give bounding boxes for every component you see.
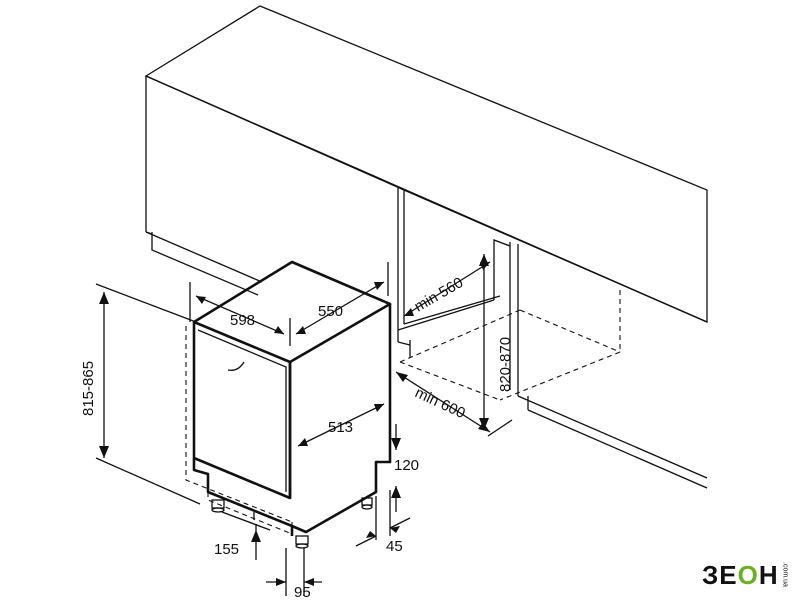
foot-depth-label: 95 bbox=[294, 584, 311, 600]
toe-height-label: 120 bbox=[394, 457, 419, 474]
dim-toe-height bbox=[391, 424, 401, 512]
countertop bbox=[144, 5, 708, 323]
brand-wordmark: ЗЕОН bbox=[702, 562, 779, 588]
dim-niche-width bbox=[395, 371, 491, 433]
brand-domain: .com.ua bbox=[781, 562, 789, 587]
dim-foot-depth bbox=[266, 548, 322, 596]
dim-height bbox=[95, 283, 201, 505]
front-left-foot bbox=[211, 499, 225, 513]
width-label: 598 bbox=[230, 312, 255, 329]
brand-logo: ЗЕОН .com.ua bbox=[702, 562, 789, 588]
brand-accent: О bbox=[737, 560, 759, 590]
niche-depth-label: min 560 bbox=[412, 274, 467, 315]
dim-inner-depth bbox=[297, 403, 385, 447]
inner-depth-label: 513 bbox=[328, 419, 353, 436]
back-right-foot bbox=[361, 497, 373, 510]
depth-label: 550 bbox=[318, 303, 343, 320]
dim-foot-offset bbox=[221, 511, 271, 560]
dim-depth bbox=[295, 262, 389, 335]
dishwasher bbox=[185, 260, 392, 549]
front-right-foot bbox=[295, 535, 309, 549]
niche-height-label: 820-870 bbox=[497, 337, 514, 392]
foot-offset-label: 155 bbox=[214, 541, 239, 558]
niche-width-label: min 600 bbox=[412, 384, 468, 422]
right-cabinet bbox=[397, 188, 708, 489]
brand-end: Н bbox=[758, 560, 779, 590]
dim-width bbox=[189, 282, 291, 346]
toe-depth-label: 45 bbox=[386, 538, 403, 555]
dim-toe-depth bbox=[355, 490, 411, 547]
niche-outline bbox=[399, 290, 621, 401]
brand-start: ЗЕ bbox=[702, 560, 738, 590]
door-handle bbox=[227, 361, 245, 371]
height-label: 815-865 bbox=[80, 361, 97, 416]
left-cabinet bbox=[145, 231, 263, 296]
